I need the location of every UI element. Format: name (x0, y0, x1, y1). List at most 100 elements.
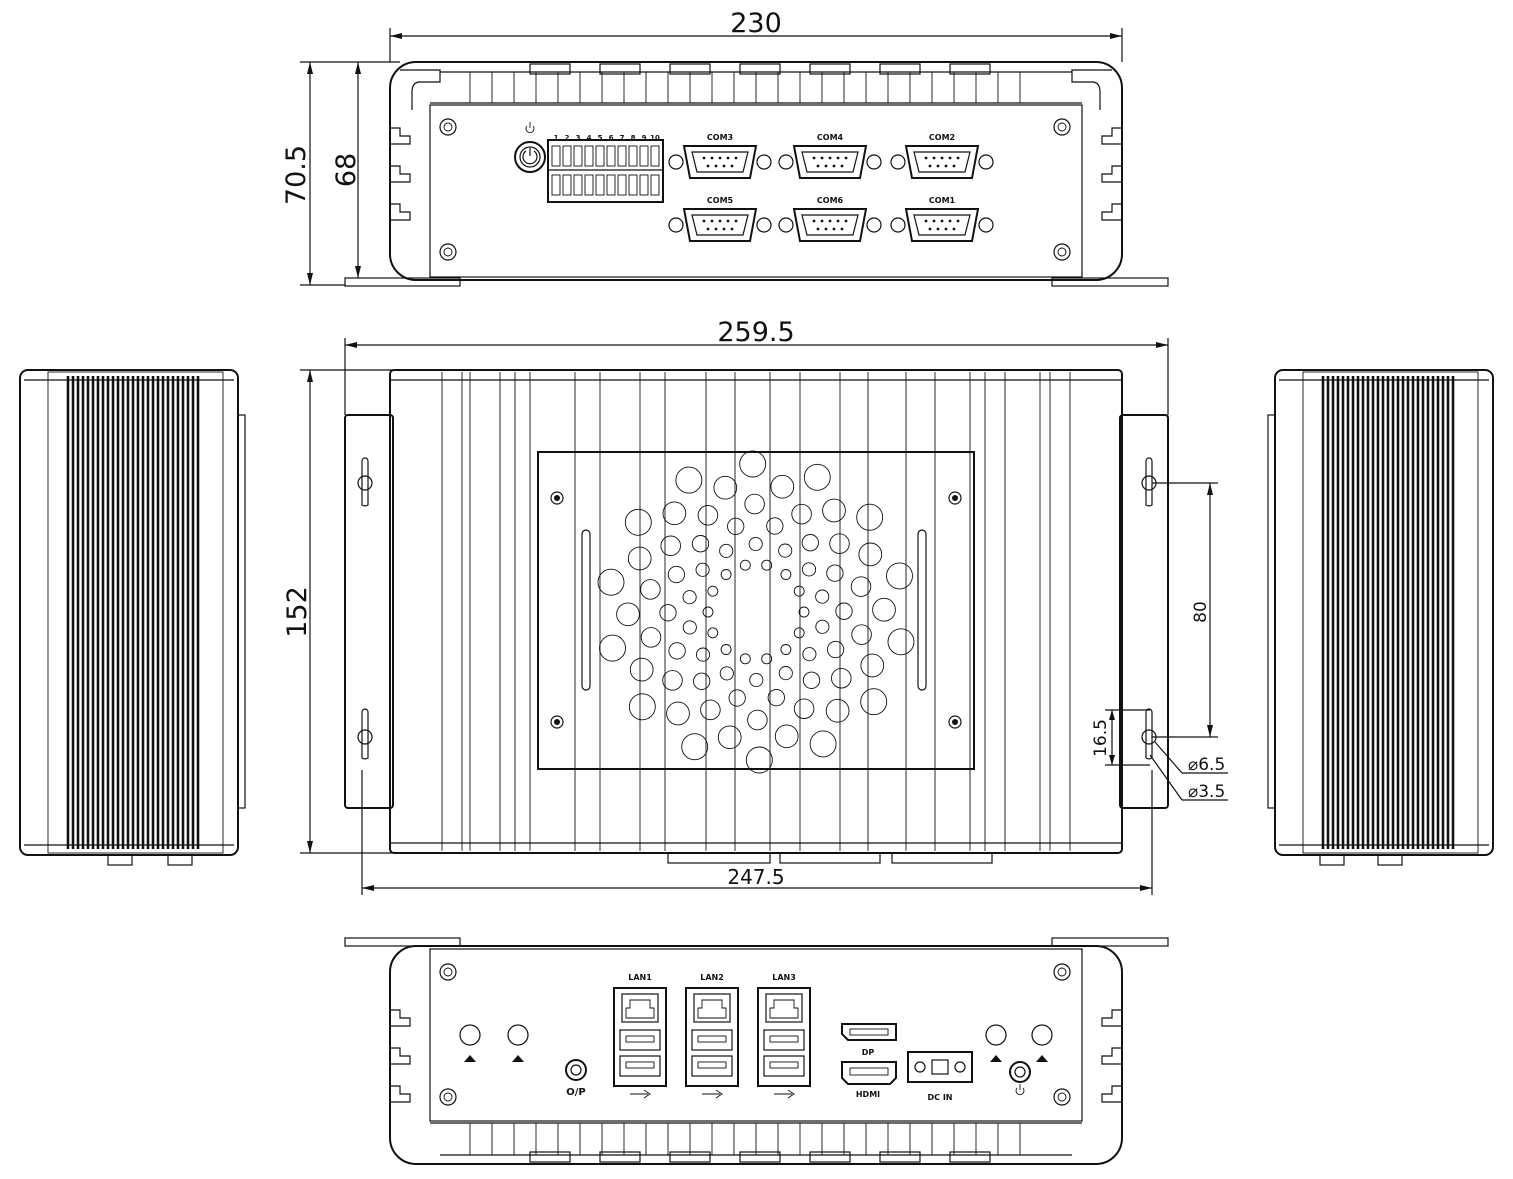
grip (390, 1047, 411, 1065)
com-pin (820, 156, 824, 160)
com-port: COM6 (778, 196, 882, 242)
com-insert (691, 214, 749, 236)
screw (948, 715, 962, 729)
vent-hole (624, 508, 652, 536)
fan-vent-holes (597, 450, 915, 774)
com-pin (944, 227, 948, 231)
terminal-pin-number: 3 (576, 134, 581, 142)
top-fins (400, 63, 1112, 110)
terminal-pin-number: 8 (631, 134, 636, 142)
fin-cap (529, 1151, 571, 1163)
com-pin (948, 219, 952, 223)
right-side-view (1267, 369, 1494, 866)
vent-hole (660, 535, 681, 557)
terminal-pin (551, 174, 561, 196)
fin-cap (809, 63, 851, 75)
terminal-pin-number: 5 (598, 134, 603, 142)
usb-port (619, 1055, 661, 1077)
hdmi-port: HDMI (841, 1061, 897, 1099)
vent-hole (616, 602, 640, 627)
screw (1053, 118, 1071, 136)
terminal-pins (551, 145, 660, 196)
fin-block (47, 371, 224, 854)
power-button (514, 122, 546, 173)
side-grips (390, 127, 1122, 221)
com-insert (801, 151, 859, 173)
com-pin (844, 156, 848, 160)
vent-hole (747, 709, 768, 731)
com-port-label: COM3 (707, 133, 733, 142)
terminal-pin-number: 9 (642, 134, 647, 142)
vent-hole (659, 604, 677, 622)
terminal-pin (606, 145, 616, 167)
plan-view: 259.5 152 247.5 80 (282, 317, 1228, 895)
com-pin (924, 156, 928, 160)
dim-overall-height: 70.5 (281, 61, 400, 286)
screw (439, 1088, 457, 1106)
dim-slot-spacing-label: 80 (1191, 601, 1211, 623)
com-pin (836, 156, 840, 160)
vent-hole (744, 493, 765, 515)
left-side-view (19, 369, 246, 866)
fin-cap (529, 63, 571, 75)
vent-hole (802, 647, 817, 662)
grip (1101, 127, 1122, 145)
com-pin (952, 164, 956, 168)
terminal-pin (650, 174, 660, 196)
vent-hole (809, 730, 837, 758)
terminal-pin-number: 6 (609, 134, 614, 142)
usb-port (691, 1029, 733, 1051)
com-pin (936, 164, 940, 168)
terminal-pin (595, 174, 605, 196)
com-pin (840, 227, 844, 231)
com-port: COM1 (890, 196, 994, 242)
terminal-pin (628, 174, 638, 196)
vent-hole (720, 569, 732, 580)
vent-hole (739, 559, 751, 571)
fan-plate (537, 451, 975, 770)
dim-slot-spacing: 80 (1152, 482, 1218, 738)
keyhole-slot (1141, 457, 1157, 507)
com-pin (722, 164, 726, 168)
grip (390, 127, 411, 145)
com-pin (726, 219, 730, 223)
terminal-pin (650, 145, 660, 167)
vent-hole (667, 565, 686, 584)
lan-label: LAN1 (628, 973, 652, 982)
com-pin (710, 156, 714, 160)
dp-label: DP (862, 1048, 875, 1057)
vent-hole (628, 693, 656, 721)
lan-label: LAN3 (772, 973, 796, 982)
com-pin (812, 156, 816, 160)
vent-hole (739, 450, 767, 478)
vent-hole (682, 620, 697, 635)
vent-hole (860, 653, 885, 678)
com-screw (756, 154, 772, 170)
vent-hole (766, 517, 784, 535)
fin-cap (739, 1151, 781, 1163)
vent-hole (675, 466, 703, 494)
com-shell (792, 145, 868, 179)
vent-hole (627, 546, 652, 571)
dim-top-width: 230 (389, 8, 1123, 62)
hole-small-label: ⌀3.5 (1188, 782, 1225, 802)
com-pin (706, 227, 710, 231)
vent-hole (826, 564, 844, 582)
com-pin (706, 164, 710, 168)
vent-hole (829, 533, 850, 554)
com-pin (936, 227, 940, 231)
vent-hole (695, 562, 710, 577)
vent-hole (761, 559, 773, 571)
com-pin (730, 164, 734, 168)
com-screw (978, 154, 994, 170)
screw (439, 243, 457, 261)
vent-hole (695, 647, 711, 662)
terminal-pin (562, 145, 572, 167)
vent-hole (662, 501, 687, 526)
vent-hole (780, 569, 792, 580)
screw (1053, 243, 1071, 261)
screw (439, 963, 457, 981)
vent-hole (717, 725, 742, 750)
